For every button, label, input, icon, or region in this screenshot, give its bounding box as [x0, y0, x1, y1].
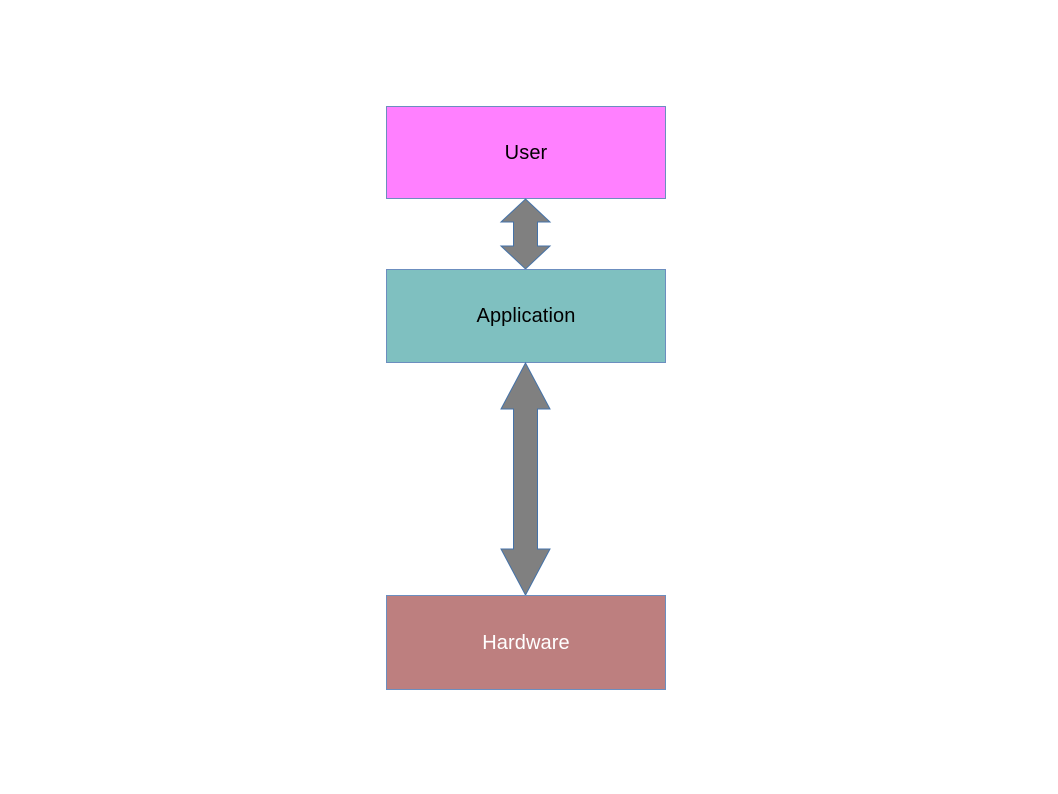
node-hardware[interactable]: Hardware — [386, 595, 666, 690]
node-user[interactable]: User — [386, 106, 666, 199]
node-application-label: Application — [476, 305, 576, 327]
arrow-application-hardware-icon[interactable] — [499, 361, 552, 597]
node-user-label: User — [504, 141, 548, 164]
arrow-user-application-icon[interactable] — [499, 198, 552, 270]
node-application[interactable]: Application — [386, 269, 666, 363]
node-hardware-label: Hardware — [482, 631, 570, 654]
